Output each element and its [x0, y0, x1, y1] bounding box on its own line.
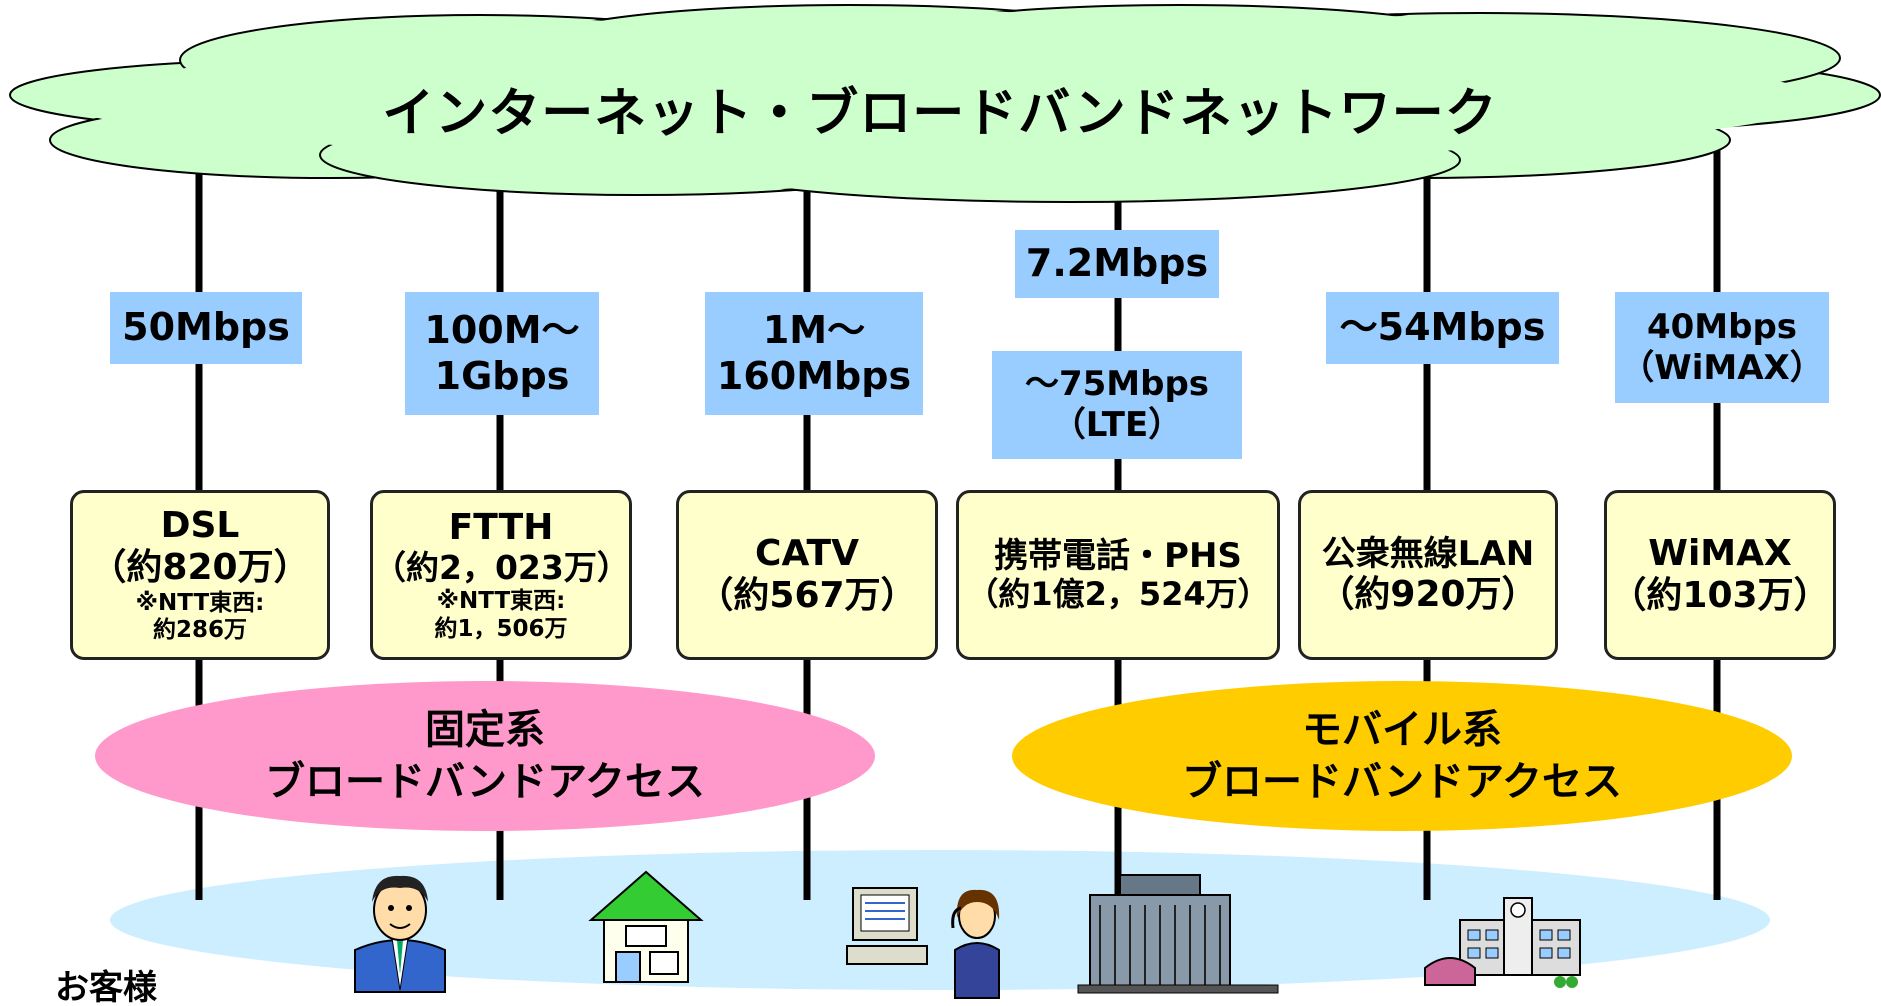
- tech-ftth-note-2: 約1，506万: [434, 615, 568, 642]
- tech-catv: CATV （約567万）: [676, 490, 938, 660]
- speed-ftth-line-2: 1Gbps: [434, 353, 570, 398]
- tech-wlan: 公衆無線LAN （約920万）: [1298, 490, 1558, 660]
- speed-mobile-lte: 〜75Mbps （LTE）: [992, 351, 1242, 459]
- mobile-access-line-1: モバイル系: [1302, 707, 1502, 753]
- fixed-access-line-1: 固定系: [425, 707, 545, 753]
- speed-catv-line-1: 1M〜: [762, 307, 866, 352]
- tech-ftth-name: FTTH: [448, 506, 554, 548]
- tech-mobile-subscribers: （約1億2，524万）: [966, 575, 1270, 614]
- tech-ftth: FTTH （約2，023万） ※NTT東西: 約1，506万: [370, 490, 632, 660]
- speed-dsl-line-1: 50Mbps: [122, 305, 290, 350]
- speed-catv-line-2: 160Mbps: [716, 353, 912, 398]
- speed-catv: 1M〜 160Mbps: [705, 292, 923, 415]
- tech-wimax: WiMAX （約103万）: [1604, 490, 1836, 660]
- tech-ftth-subscribers: （約2，023万）: [373, 548, 630, 588]
- tech-wimax-name: WiMAX: [1648, 532, 1792, 574]
- customer-label: お客様: [55, 968, 157, 1006]
- school-icon: [1424, 897, 1581, 988]
- fixed-access-label: 固定系 ブロードバンドアクセス: [160, 700, 810, 812]
- tech-mobile-name: 携帯電話・PHS: [994, 536, 1242, 577]
- tech-dsl: DSL （約820万） ※NTT東西: 約286万: [70, 490, 330, 660]
- tech-wimax-subscribers: （約103万）: [1610, 575, 1830, 616]
- customer-ellipse: [110, 850, 1770, 990]
- tech-ftth-note-1: ※NTT東西:: [436, 588, 566, 615]
- businessman-icon: [354, 875, 446, 993]
- tech-catv-name: CATV: [755, 532, 859, 574]
- speed-wimax-line-1: 40Mbps: [1646, 306, 1798, 347]
- mobile-access-ellipse: [1012, 681, 1792, 831]
- house-icon: [588, 870, 704, 983]
- office-worker-icon: [846, 887, 1000, 999]
- speed-mobile-hspa-line-1: 7.2Mbps: [1025, 241, 1209, 286]
- tech-wlan-name: 公衆無線LAN: [1321, 533, 1535, 574]
- speed-ftth: 100M〜 1Gbps: [405, 292, 599, 415]
- tech-dsl-note-1: ※NTT東西:: [135, 589, 265, 616]
- network-title: インターネット・ブロードバンドネットワーク: [382, 83, 1498, 144]
- speed-wimax: 40Mbps （WiMAX）: [1615, 292, 1829, 403]
- fixed-access-ellipse: [95, 681, 875, 831]
- office-building-icon: [1077, 874, 1279, 994]
- tech-dsl-name: DSL: [160, 504, 240, 546]
- tech-mobile: 携帯電話・PHS （約1億2，524万）: [956, 490, 1280, 660]
- fixed-access-line-2: ブロードバンドアクセス: [265, 759, 705, 805]
- tech-wlan-subscribers: （約920万）: [1318, 573, 1538, 615]
- speed-wimax-line-2: （WiMAX）: [1620, 347, 1824, 388]
- speed-mobile-hspa: 7.2Mbps: [1015, 230, 1219, 298]
- speed-wlan: 〜54Mbps: [1326, 292, 1559, 364]
- speed-wlan-line-1: 〜54Mbps: [1339, 305, 1546, 350]
- speed-mobile-lte-line-2: （LTE）: [1051, 405, 1183, 445]
- cloud-shape: [9, 4, 1881, 203]
- mobile-access-label: モバイル系 ブロードバンドアクセス: [1077, 700, 1727, 812]
- speed-mobile-lte-line-1: 〜75Mbps: [1024, 364, 1210, 405]
- tech-dsl-subscribers: （約820万）: [90, 547, 310, 589]
- speed-ftth-line-1: 100M〜: [424, 307, 580, 352]
- tech-dsl-note-2: 約286万: [152, 617, 247, 644]
- tech-catv-subscribers: （約567万）: [697, 575, 917, 616]
- mobile-access-line-2: ブロードバンドアクセス: [1182, 759, 1622, 805]
- speed-dsl: 50Mbps: [110, 292, 302, 364]
